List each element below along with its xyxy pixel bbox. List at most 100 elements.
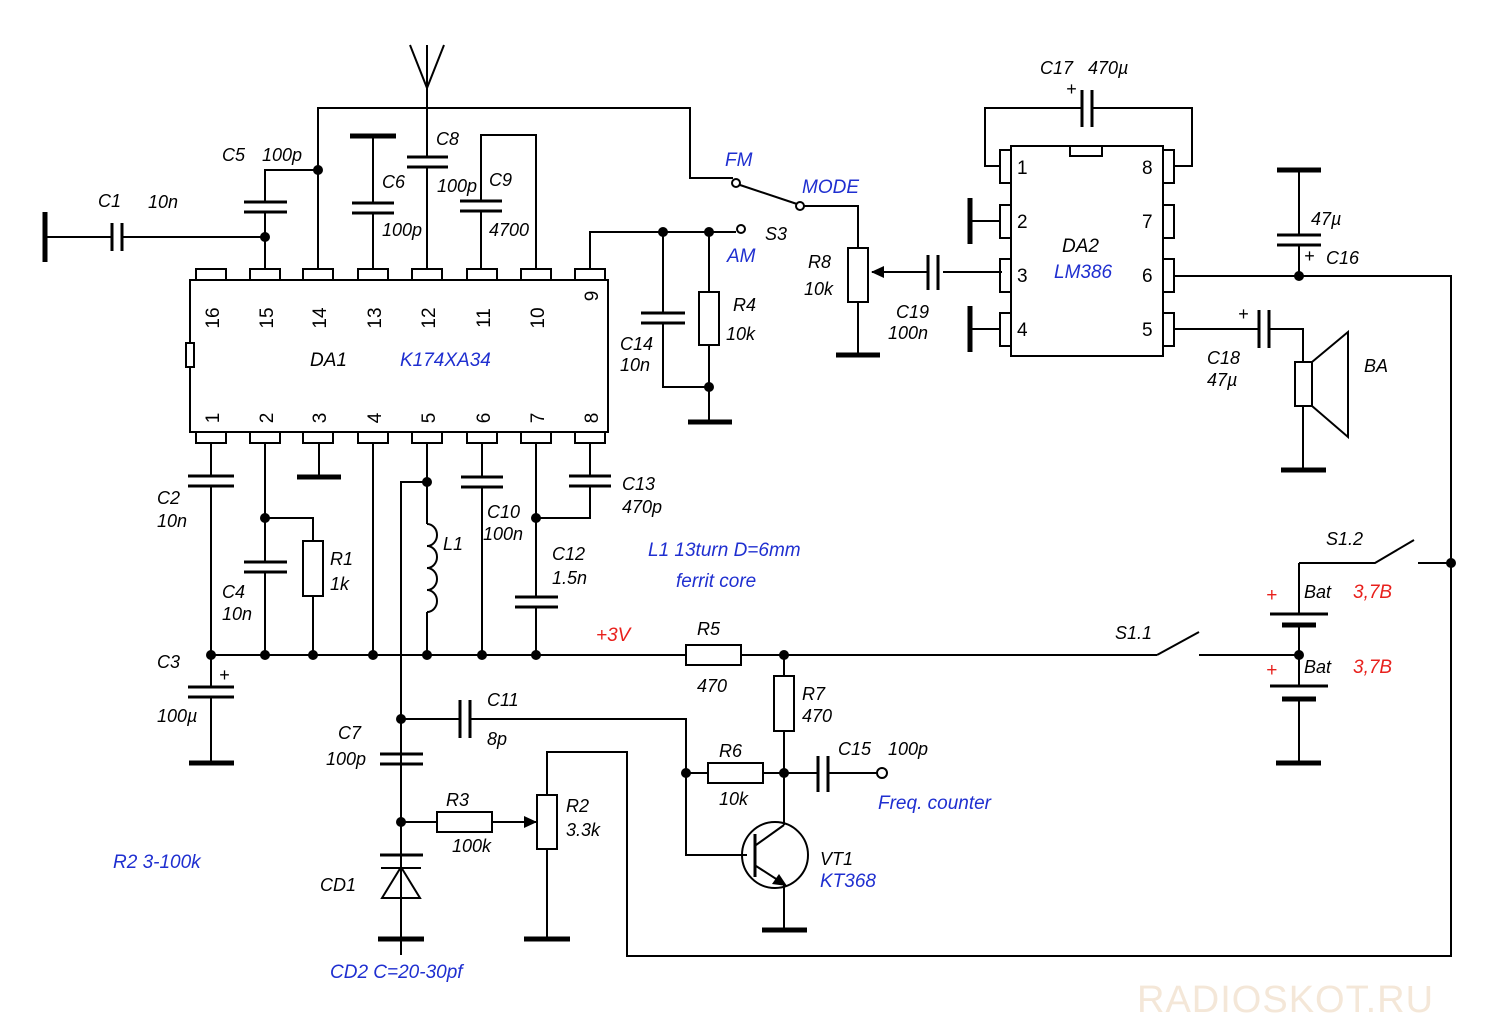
- r1-value: 1k: [330, 574, 350, 594]
- c17-plus: +: [1066, 79, 1077, 99]
- c8-ref: C8: [436, 129, 459, 149]
- da1-pin-11: 11: [474, 308, 495, 328]
- da1-pin-12: 12: [419, 307, 440, 328]
- bat1-value: 3,7B: [1353, 582, 1392, 603]
- s11-ref: S1.1: [1115, 623, 1152, 643]
- da2-part: LM386: [1054, 262, 1113, 283]
- r1-ref: R1: [330, 549, 353, 569]
- freq-counter-label: Freq. counter: [878, 793, 992, 814]
- c2-ref: C2: [157, 488, 180, 508]
- c3-value: 100µ: [157, 706, 197, 726]
- c13-value: 470p: [622, 497, 662, 517]
- c11-value: 8p: [487, 729, 507, 749]
- c5-ref: C5: [222, 145, 246, 165]
- da2-pin-8: 8: [1142, 158, 1153, 179]
- supply-label: +3V: [596, 625, 633, 646]
- c17-ref: C17: [1040, 58, 1074, 78]
- c15-ref: C15: [838, 739, 872, 759]
- c16-value: 47µ: [1311, 209, 1341, 229]
- ic-da2: 1 2 3 4 8 7 6 5 DA2 LM386: [999, 145, 1175, 357]
- c6-value: 100p: [382, 220, 422, 240]
- c4-ref: C4: [222, 582, 245, 602]
- c14-value: 10n: [620, 355, 650, 375]
- c7-ref: C7: [338, 723, 362, 743]
- da2-pin-3: 3: [1017, 266, 1028, 287]
- c19-value: 100n: [888, 323, 928, 343]
- da1-pin-8: 8: [582, 413, 603, 424]
- c3-plus: +: [219, 665, 230, 685]
- da2-pin-5: 5: [1142, 320, 1153, 341]
- ba-ref: BA: [1364, 356, 1388, 376]
- da2-pin-2: 2: [1017, 212, 1028, 233]
- bat2-value: 3,7B: [1353, 657, 1392, 678]
- da1-pin-14: 14: [310, 307, 331, 329]
- bat2-ref: Bat: [1304, 657, 1332, 677]
- da1-pin-5: 5: [419, 413, 440, 424]
- da1-pin-15: 15: [257, 307, 278, 328]
- c3-ref: C3: [157, 652, 180, 672]
- da1-pin-10: 10: [528, 307, 549, 328]
- r3-value: 100k: [452, 836, 492, 856]
- r2-ref: R2: [566, 796, 589, 816]
- c18-value: 47µ: [1207, 370, 1237, 390]
- bat1-ref: Bat: [1304, 582, 1332, 602]
- da1-pin-3: 3: [310, 413, 331, 424]
- c18-plus: +: [1238, 304, 1249, 324]
- da1-pin-7: 7: [528, 413, 549, 424]
- c12-value: 1.5n: [552, 568, 587, 588]
- c10-ref: C10: [487, 502, 520, 522]
- r7-value: 470: [802, 706, 832, 726]
- r5-value: 470: [697, 676, 727, 696]
- c6-ref: C6: [382, 172, 406, 192]
- da1-pin-6: 6: [474, 413, 495, 424]
- da1-pin-1: 1: [203, 413, 224, 424]
- s3-fm-label: FM: [725, 150, 753, 171]
- c15-value: 100p: [888, 739, 928, 759]
- cd1-ref: CD1: [320, 875, 356, 895]
- r4-ref: R4: [733, 295, 756, 315]
- da2-pin-4: 4: [1017, 320, 1028, 341]
- r2-note: R2 3-100k: [113, 852, 202, 873]
- s12-ref: S1.2: [1326, 529, 1363, 549]
- s3-am-label: AM: [726, 246, 756, 267]
- c2-value: 10n: [157, 511, 187, 531]
- da2-pin-6: 6: [1142, 266, 1153, 287]
- c13-ref: C13: [622, 474, 655, 494]
- c14-ref: C14: [620, 334, 653, 354]
- c16-plus: +: [1304, 246, 1315, 266]
- c7-value: 100p: [326, 749, 366, 769]
- da1-ref: DA1: [310, 350, 347, 371]
- da2-ref: DA2: [1062, 236, 1099, 257]
- s3-mode-label: MODE: [802, 177, 859, 198]
- s3-ref: S3: [765, 224, 787, 244]
- c18-ref: C18: [1207, 348, 1240, 368]
- r6-ref: R6: [719, 741, 743, 761]
- vt1-part: KT368: [820, 871, 876, 892]
- c8-value: 100p: [437, 176, 477, 196]
- speaker-ba: BA: [1281, 329, 1388, 473]
- cd2-note: CD2 C=20-30pf: [330, 962, 464, 983]
- r6-value: 10k: [719, 789, 749, 809]
- bat1-plus: +: [1266, 585, 1277, 606]
- r8-ref: R8: [808, 252, 831, 272]
- c9-value: 4700: [489, 220, 529, 240]
- c10-value: 100n: [483, 524, 523, 544]
- da2-pin-1: 1: [1017, 158, 1028, 179]
- c12-ref: C12: [552, 544, 585, 564]
- da1-pin-16: 16: [203, 307, 224, 328]
- c11-ref: C11: [487, 690, 519, 710]
- l1-note: L1 13turn D=6mm: [648, 540, 801, 561]
- transistor-vt1: VT1 KT368: [741, 821, 876, 933]
- da1-pin-4: 4: [365, 412, 386, 423]
- l1-ref: L1: [443, 534, 463, 554]
- bat2-plus: +: [1266, 660, 1277, 681]
- r2-value: 3.3k: [566, 820, 601, 840]
- r7-ref: R7: [802, 684, 826, 704]
- c16-ref: C16: [1326, 248, 1360, 268]
- da1-pin-9: 9: [582, 291, 603, 302]
- r4-value: 10k: [726, 324, 756, 344]
- da2-pin-7: 7: [1142, 212, 1153, 233]
- vt1-ref: VT1: [820, 849, 853, 869]
